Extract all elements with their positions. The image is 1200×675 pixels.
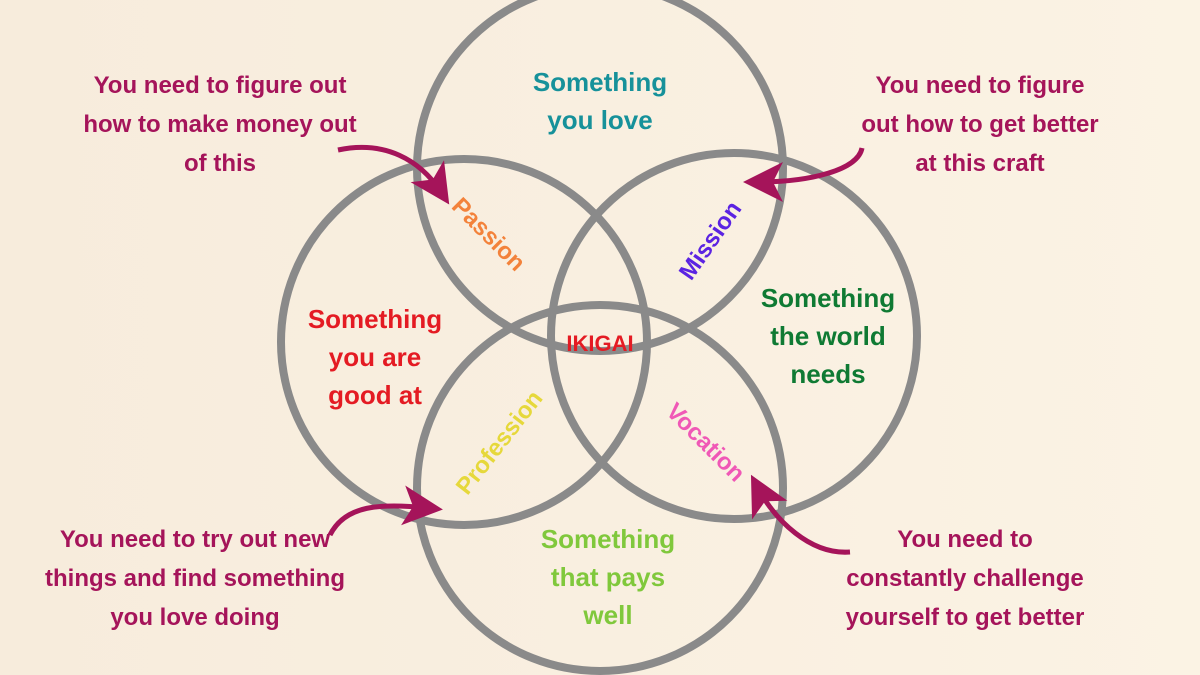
note-top-right-line-2: out how to get better: [861, 111, 1099, 138]
circle-label-world-needs: Something the world needs: [728, 279, 928, 393]
circle-world-needs: [547, 149, 921, 523]
arrow-top-left: [337, 144, 450, 205]
note-top-right: You need to figure out how to get better…: [790, 66, 1170, 183]
arrow-bottom-left: [327, 485, 443, 537]
pays-well-line-3: well: [583, 600, 633, 630]
world-needs-line-2: the world: [770, 321, 886, 351]
note-top-left-line-2: how to make money out: [83, 111, 357, 138]
circle-label-good-at: Something you are good at: [275, 300, 475, 414]
note-top-right-line-1: You need to figure: [875, 72, 1085, 99]
center-label-ikigai: IKIGAI: [566, 331, 634, 356]
note-bottom-left: You need to try out new things and find …: [5, 520, 385, 637]
note-bottom-left-line-2: things and find something: [45, 565, 345, 592]
pays-well-line-2: that pays: [550, 562, 666, 592]
note-top-left: You need to figure out how to make money…: [30, 66, 410, 183]
note-bottom-right-line-1: You need to: [897, 526, 1033, 553]
note-top-left-line-3: of this: [184, 150, 256, 177]
world-needs-line-3: needs: [790, 359, 866, 389]
arrow-bottom-right: [750, 474, 851, 555]
pays-well-line-1: Something: [540, 524, 676, 554]
good-at-line-3: good at: [328, 380, 422, 410]
good-at-line-2: you are: [328, 342, 422, 372]
circle-label-pays-well: Something that pays well: [508, 520, 708, 634]
note-top-right-line-3: at this craft: [915, 150, 1045, 177]
note-bottom-right-line-3: yourself to get better: [845, 604, 1085, 631]
arrow-top-right: [743, 147, 865, 202]
world-needs-line-1: Something: [760, 283, 896, 313]
love-line-2: you love: [547, 105, 653, 135]
circle-label-love: Something you love: [500, 63, 700, 139]
good-at-line-1: Something: [307, 304, 443, 334]
note-bottom-left-line-3: you love doing: [110, 604, 280, 631]
note-bottom-left-line-1: You need to try out new: [59, 526, 331, 553]
note-bottom-right: You need to constantly challenge yoursel…: [775, 520, 1155, 637]
love-line-1: Something: [532, 67, 668, 97]
circle-good-at: [277, 155, 651, 529]
note-bottom-right-line-2: constantly challenge: [846, 565, 1084, 592]
note-top-left-line-1: You need to figure out: [93, 72, 347, 99]
